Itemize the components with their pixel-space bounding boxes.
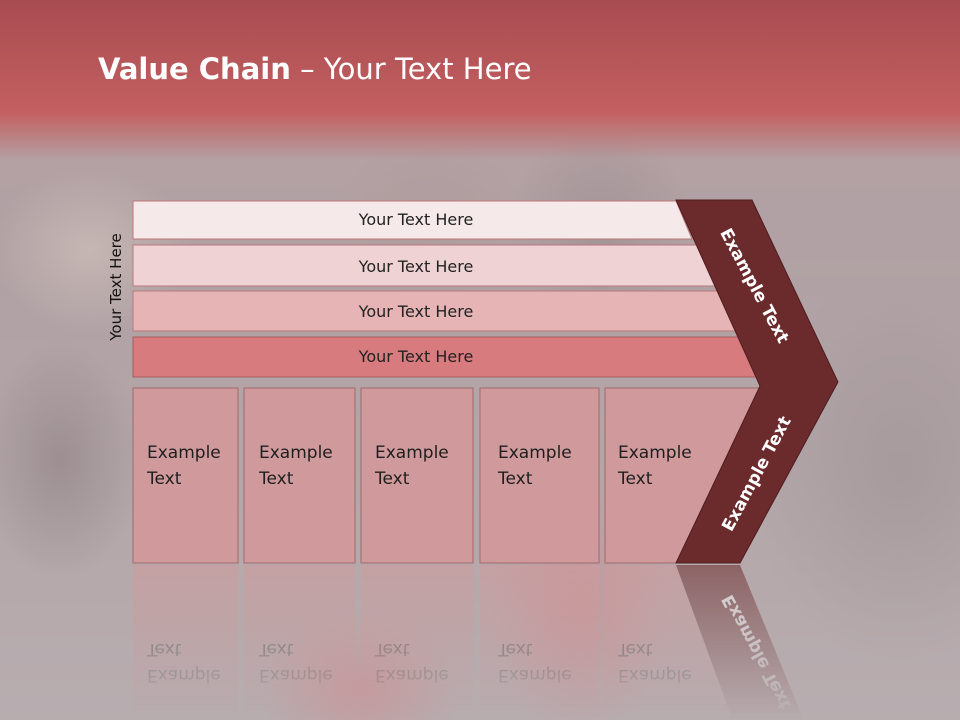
activity-box-3-line1: Example [375,443,449,463]
box-reflection [605,565,751,720]
box-reflection-text: Example [147,665,221,685]
activity-box-1 [132,387,239,564]
activity-box-2 [243,387,356,564]
box-reflection [480,565,599,720]
support-bar-1 [132,200,693,240]
activity-box-2-line2: Text [258,469,294,489]
title-band [0,0,960,160]
box-reflection-text: Example [618,665,692,685]
activity-box-1-line1: Example [147,443,221,463]
box-reflection-text: Example [259,665,333,685]
activity-box-3-line2: Text [374,469,410,489]
support-bars: Your Text Here Your Text Here Your Text … [132,200,765,378]
box-reflection-text: Example [498,665,572,685]
box-reflection [133,565,238,720]
box-reflection-text: Text [617,639,653,659]
support-bar-label: Your Text Here [358,302,474,321]
chevron-shape [675,199,839,564]
activity-box-5-line1: Example [618,443,692,463]
activity-box-2-line1: Example [259,443,333,463]
slide-title: Value Chain – Your Text Here [98,52,532,96]
box-reflection-text: Text [146,639,182,659]
box-reflection-text: Text [374,639,410,659]
support-bar-label: Your Text Here [358,257,474,276]
chevron-reflection [676,565,804,720]
box-reflection [244,565,355,720]
activity-box-5-line2: Text [617,469,653,489]
box-reflection-text: Example [375,665,449,685]
support-bar-label: Your Text Here [358,347,474,366]
diagram-reflection: Example Text Example Text Example Text E… [133,565,804,720]
activity-box-3 [360,387,474,564]
box-reflection [361,565,473,720]
activity-box-4-line2: Text [497,469,533,489]
primary-boxes: Example Text Example Text Example Text E… [132,387,761,564]
activity-box-1-line2: Text [146,469,182,489]
box-reflection-text: Text [497,639,533,659]
slide-title-bold: Value Chain [98,52,291,86]
slide-title-rest: – Your Text Here [290,52,532,86]
box-reflection-text: Text [258,639,294,659]
support-bar-label: Your Text Here [358,210,474,229]
activity-box-4 [479,387,600,564]
activity-box-4-line1: Example [498,443,572,463]
